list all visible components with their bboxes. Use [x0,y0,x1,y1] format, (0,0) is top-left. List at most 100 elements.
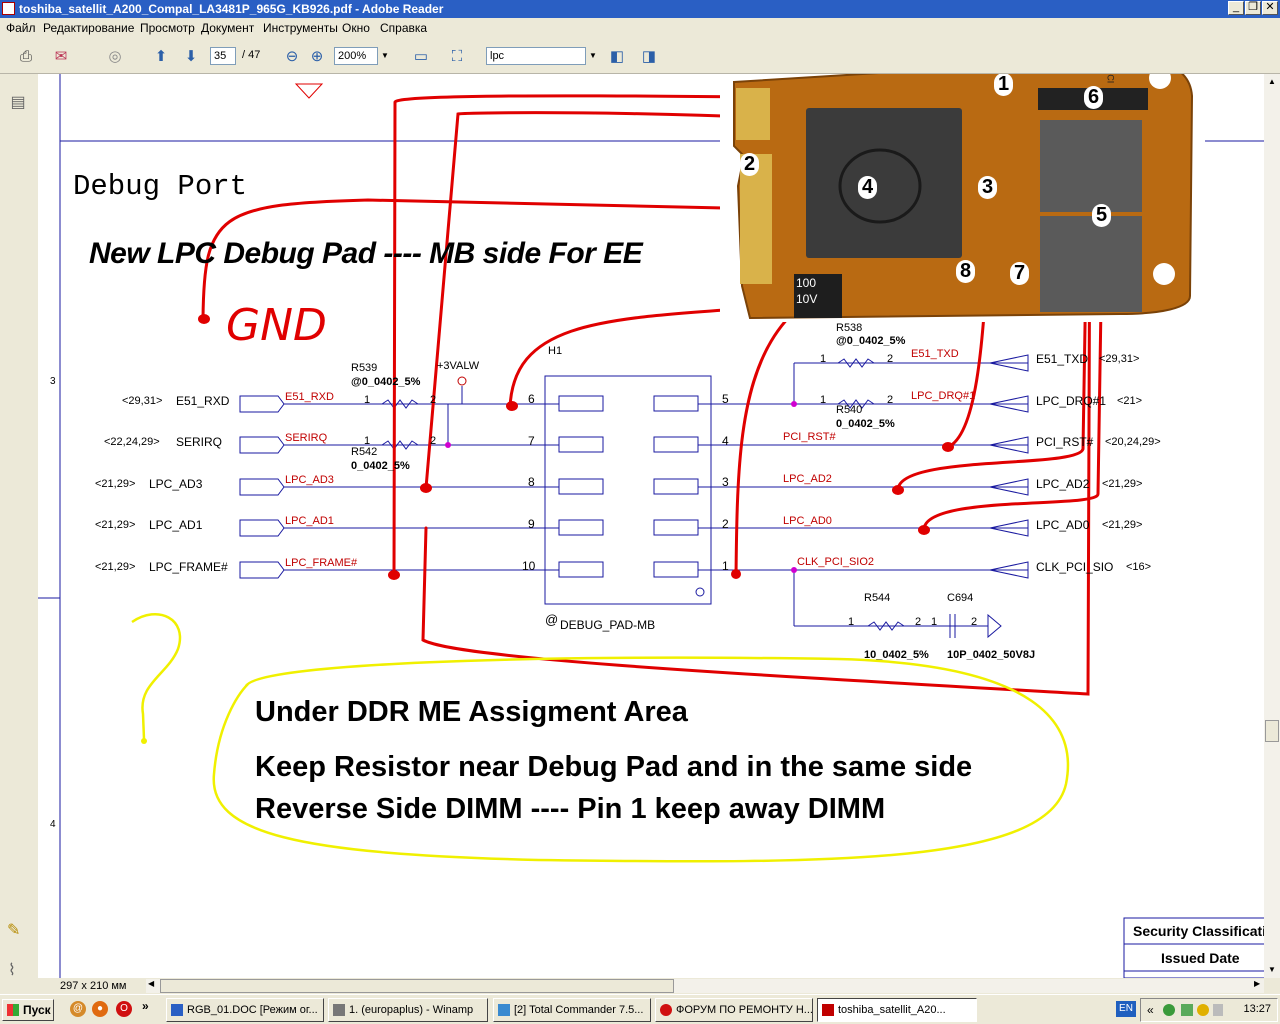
taskbar-item[interactable]: ФОРУМ ПО РЕМОНТУ Н... [655,998,813,1022]
left-net-ref: <21,29> [95,561,136,573]
print-icon[interactable]: ⎙ [19,47,32,65]
taskbar-item[interactable]: [2] Total Commander 7.5... [493,998,651,1022]
email-icon[interactable]: ✉ [54,48,68,65]
debug-card-board [733,74,1194,320]
right-net-ref: <21,29> [1102,478,1143,490]
tray-network-icon[interactable] [1163,1004,1175,1016]
search-input[interactable]: lpc [486,47,586,65]
r539-value: @0_0402_5% [351,376,421,388]
fit-width-icon[interactable]: ⛶ [451,47,463,65]
right-net-label: CLK_PCI_SIO2 [797,556,875,568]
quicklaunch-mail-icon[interactable]: @ [70,1001,86,1017]
comments-icon[interactable]: ✎ [7,922,21,939]
quicklaunch-more[interactable]: » [142,999,149,1013]
right-net-ref: <20,24,29> [1105,436,1161,448]
schematic-drawing [38,74,1264,978]
left-net-name: LPC_FRAME# [149,560,228,574]
document-view: 3 4 Debug Port New LPC Debug Pad ---- MB… [38,74,1264,978]
pages-icon[interactable]: ▤ [10,94,26,111]
pin-number: 6 [528,392,535,406]
tray-expand-icon[interactable]: « [1147,1003,1154,1017]
pin-number: 4 [722,434,729,448]
right-net-label: LPC_AD0 [783,515,832,527]
right-net-label: PCI_RST# [783,431,836,443]
zoom-input[interactable]: 200% [334,47,378,65]
zoom-in-icon[interactable]: ⊕ [310,48,324,65]
vertical-scrollbar[interactable]: ▲ ▼ [1264,74,1280,978]
left-net-label: E51_RXD [285,391,334,403]
quicklaunch-opera-icon[interactable]: O [116,1001,132,1017]
window-title: toshiba_satellit_A200_Compal_LA3481P_965… [19,2,444,16]
menu-help[interactable]: Справка [380,21,428,35]
word-icon [171,1004,183,1016]
scroll-up-icon[interactable]: ▲ [1268,77,1276,86]
menu-view[interactable]: Просмотр [140,21,195,35]
taskbar-item-label: RGB_01.DOC [Режим ог... [187,1004,318,1016]
attachments-icon[interactable]: ⌇ [8,962,16,979]
scroll-right-icon[interactable]: ▶ [1254,979,1261,988]
menu-edit[interactable]: Редактирование [43,21,135,35]
zoom-dropdown-icon[interactable]: ▼ [381,51,389,60]
next-page-icon[interactable]: ⬇ [184,48,198,65]
photo-label: 2 [740,153,760,176]
left-net-ref: <21,29> [95,478,136,490]
row-marker-3: 3 [50,376,56,387]
winamp-icon [333,1004,345,1016]
prev-page-icon[interactable]: ⬆ [154,48,168,65]
taskbar-item[interactable]: 1. (europaplus) - Winamp [328,998,488,1022]
menu-tools[interactable]: Инструменты [263,21,338,35]
search-next-icon[interactable]: ◨ [641,48,657,65]
search-prev-icon[interactable]: ◧ [609,48,625,65]
c694-name: C694 [947,592,974,604]
left-net-label: LPC_AD3 [285,474,334,486]
quicklaunch-firefox-icon[interactable]: ● [92,1001,108,1017]
tray-update-icon[interactable] [1197,1004,1209,1016]
search-dropdown-icon[interactable]: ▼ [589,51,597,60]
right-net-label: LPC_DRQ#1 [911,390,976,402]
taskbar-item-label: ФОРУМ ПО РЕМОНТУ Н... [676,1004,813,1016]
pin-label: 2 [971,616,978,628]
photo-label: 6 [1084,86,1104,109]
r544-value: 10_0402_5% [864,649,929,661]
pin-label: 2 [430,435,437,447]
right-net-name: E51_TXD [1036,352,1089,366]
menu-window[interactable]: Окно [342,21,370,35]
menu-document[interactable]: Документ [201,21,255,35]
horizontal-scroll-thumb[interactable] [160,979,674,993]
page-number-input[interactable]: 35 [210,47,236,65]
pin-label: 1 [364,394,371,406]
r542-name: R542 [351,446,378,458]
left-net-ref: <22,24,29> [104,436,160,448]
opera-icon [660,1004,672,1016]
scroll-left-icon[interactable]: ◀ [148,979,155,988]
minimize-button[interactable]: _ [1228,1,1244,15]
pin-number: 8 [528,475,535,489]
right-net-ref: <16> [1126,561,1152,573]
language-indicator[interactable]: EN [1116,1001,1136,1017]
taskbar-item-active[interactable]: toshiba_satellit_A20... [817,998,977,1022]
pin-number: 9 [528,517,535,531]
left-net-label: SERIRQ [285,432,328,444]
menu-file[interactable]: Файл [6,21,36,35]
collaborate-icon[interactable]: ◎ [108,48,122,65]
start-button[interactable]: Пуск [2,999,54,1021]
pin-label: 2 [430,394,437,406]
fit-page-icon[interactable]: ▭ [413,48,429,65]
scroll-down-icon[interactable]: ▼ [1268,965,1276,974]
menu-bar: Файл Редактирование Просмотр Документ Ин… [0,18,1280,38]
connector-ref: H1 [548,345,563,357]
right-net-name: CLK_PCI_SIO [1036,560,1114,574]
scroll-thumb[interactable] [1265,720,1279,742]
right-net-name: LPC_AD0 [1036,518,1090,532]
pin-number: 10 [522,559,536,573]
toolbar: ⎙ ✉ ◎ ⬆ ⬇ 35 / 47 ⊖ ⊕ 200% ▼ ▭ ⛶ lpc ▼ ◧… [0,38,1280,74]
close-button[interactable]: ✕ [1262,1,1278,15]
taskbar-item[interactable]: RGB_01.DOC [Режим ог... [166,998,324,1022]
pin-number: 2 [722,517,729,531]
zoom-out-icon[interactable]: ⊖ [285,48,299,65]
restore-button[interactable]: ❐ [1245,1,1261,15]
r540-value: 0_0402_5% [836,418,895,430]
tray-volume-icon[interactable] [1213,1004,1223,1016]
tray-app-icon[interactable] [1181,1004,1193,1016]
power-label: +3VALW [437,360,480,372]
